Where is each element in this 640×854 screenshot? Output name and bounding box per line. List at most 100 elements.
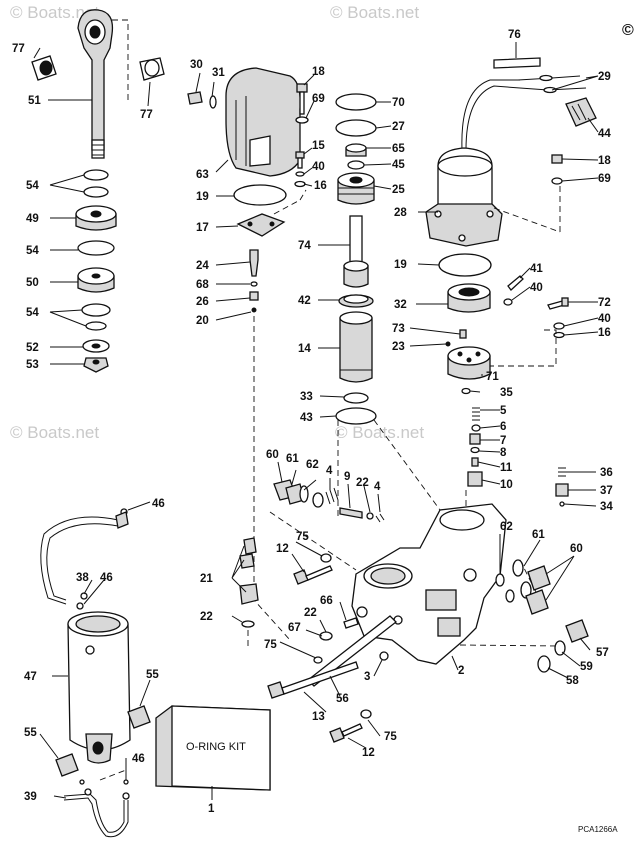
- label-57: 57: [596, 647, 609, 659]
- label-76: 76: [508, 29, 521, 41]
- label-54: 54: [26, 307, 39, 319]
- label-49: 49: [26, 213, 39, 225]
- label-2: 2: [458, 665, 464, 677]
- label-55: 55: [24, 727, 37, 739]
- corner-mark: ©: [622, 22, 634, 39]
- fittings-21-22: [239, 537, 259, 650]
- label-22: 22: [200, 611, 213, 623]
- label-74: 74: [298, 240, 311, 252]
- label-40: 40: [312, 161, 325, 173]
- label-12: 12: [276, 543, 289, 555]
- label-38: 38: [76, 572, 89, 584]
- label-46: 46: [152, 498, 165, 510]
- reservoir-assembly: [187, 67, 309, 641]
- label-39: 39: [24, 791, 37, 803]
- label-71: 71: [486, 371, 499, 383]
- label-61: 61: [532, 529, 545, 541]
- label-66: 66: [320, 595, 333, 607]
- motor-assembly: [425, 57, 597, 510]
- label-55: 55: [146, 669, 159, 681]
- label-69: 69: [312, 93, 325, 105]
- label-18: 18: [598, 155, 611, 167]
- label-61: 61: [286, 453, 299, 465]
- label-63: 63: [196, 169, 209, 181]
- label-37: 37: [600, 485, 613, 497]
- label-46: 46: [132, 753, 145, 765]
- label-47: 47: [24, 671, 37, 683]
- watermark-mid-left: © Boats.net: [10, 423, 99, 442]
- part-number-labels: 77 51 77 54 49 54 50 54 52 53 30 31 18 6…: [12, 29, 613, 815]
- label-1: 1: [208, 803, 215, 815]
- label-32: 32: [394, 299, 407, 311]
- label-14: 14: [298, 343, 311, 355]
- label-77: 77: [140, 109, 153, 121]
- label-16: 16: [314, 180, 327, 192]
- label-60: 60: [266, 449, 279, 461]
- label-20: 20: [196, 315, 209, 327]
- label-13: 13: [312, 711, 325, 723]
- label-25: 25: [392, 184, 405, 196]
- label-73: 73: [392, 323, 405, 335]
- label-75: 75: [296, 531, 309, 543]
- label-40: 40: [530, 282, 543, 294]
- label-5: 5: [500, 405, 507, 417]
- label-36: 36: [600, 467, 613, 479]
- label-10: 10: [500, 479, 513, 491]
- label-53: 53: [26, 359, 39, 371]
- trim-cylinder: [40, 508, 151, 838]
- label-19: 19: [394, 259, 407, 271]
- leaders-left-top: [33, 47, 151, 365]
- label-40: 40: [598, 313, 611, 325]
- label-45: 45: [392, 159, 405, 171]
- label-77: 77: [12, 43, 25, 55]
- label-58: 58: [566, 675, 579, 687]
- label-68: 68: [196, 279, 209, 291]
- label-7: 7: [500, 435, 506, 447]
- housing-side-seals: [495, 559, 589, 673]
- label-19: 19: [196, 191, 209, 203]
- label-44: 44: [598, 128, 611, 140]
- leaders-other: [39, 42, 599, 800]
- label-70: 70: [392, 97, 405, 109]
- watermark-top-left: © Boats.net: [10, 3, 99, 22]
- label-65: 65: [392, 143, 405, 155]
- label-28: 28: [394, 207, 407, 219]
- label-26: 26: [196, 296, 209, 308]
- label-75: 75: [264, 639, 277, 651]
- label-54: 54: [26, 245, 39, 257]
- label-8: 8: [500, 447, 507, 459]
- label-24: 24: [196, 260, 209, 272]
- label-16: 16: [598, 327, 611, 339]
- label-42: 42: [298, 295, 311, 307]
- label-60: 60: [570, 543, 583, 555]
- label-69: 69: [598, 173, 611, 185]
- pump-housing: [269, 503, 561, 665]
- label-3: 3: [364, 671, 370, 683]
- watermark-top-right: © Boats.net: [330, 3, 419, 22]
- label-4: 4: [326, 465, 333, 477]
- label-27: 27: [392, 121, 405, 133]
- drawing-code: PCA1266A: [578, 825, 618, 834]
- label-62: 62: [500, 521, 513, 533]
- label-17: 17: [196, 222, 209, 234]
- label-59: 59: [580, 661, 593, 673]
- label-22: 22: [304, 607, 317, 619]
- watermark-mid-right: © Boats.net: [335, 423, 424, 442]
- label-18: 18: [312, 66, 325, 78]
- label-21: 21: [200, 573, 213, 585]
- label-34: 34: [600, 501, 613, 513]
- label-4: 4: [374, 481, 381, 493]
- label-75: 75: [384, 731, 397, 743]
- label-6: 6: [500, 421, 506, 433]
- label-51: 51: [28, 95, 41, 107]
- label-35: 35: [500, 387, 513, 399]
- kit-label: O-RING KIT: [186, 741, 246, 753]
- label-15: 15: [312, 140, 325, 152]
- label-41: 41: [530, 263, 543, 275]
- label-12: 12: [362, 747, 375, 759]
- label-56: 56: [336, 693, 349, 705]
- label-11: 11: [500, 462, 513, 474]
- label-50: 50: [26, 277, 39, 289]
